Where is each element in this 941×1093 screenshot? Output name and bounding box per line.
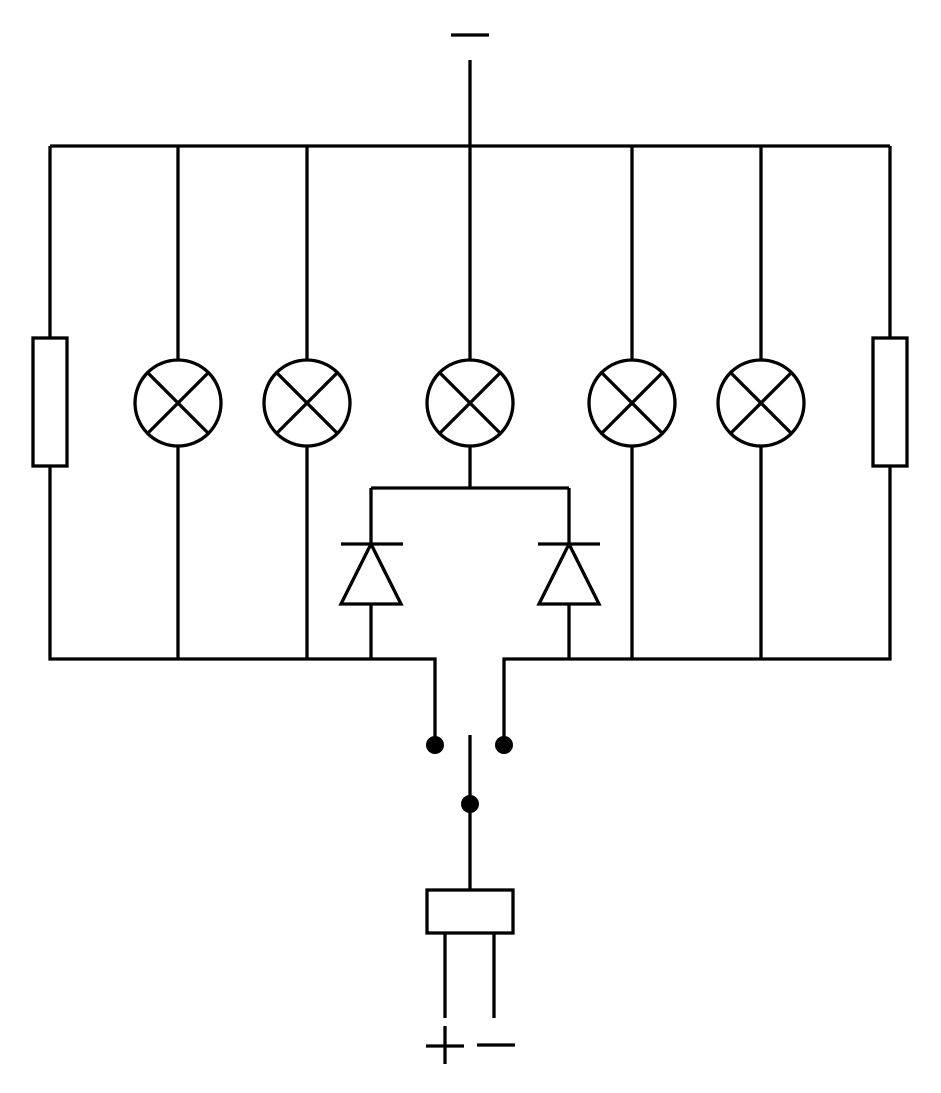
lamp-5-cross-b: [729, 371, 793, 435]
lamp-1-circle: [133, 358, 223, 448]
bottom-polarity-marks: [426, 1026, 515, 1064]
lamp-5-circle: [716, 358, 806, 448]
lamp-3-cross-b: [438, 371, 502, 435]
lamp-branch-3: [425, 146, 515, 488]
plus-symbol: [426, 1026, 464, 1064]
plug-body: [425, 888, 515, 935]
lamp-4-circle: [587, 358, 677, 448]
lamp-branch-4: [587, 146, 677, 659]
lamp-1-symbol: [133, 358, 223, 448]
lamp-3-symbol: [425, 358, 515, 448]
lamp-4-cross-b: [600, 371, 664, 435]
bottom-left-bus-wire: [48, 146, 437, 745]
lamp-branch-5: [716, 146, 806, 659]
lamp-5-symbol: [716, 358, 806, 448]
left-diode-triangle: [338, 540, 404, 606]
changeover-switch: [426, 735, 513, 890]
lamp-3-circle: [425, 358, 515, 448]
lamp-2-cross-b: [275, 371, 339, 435]
plug-connector: [425, 888, 515, 1018]
right-diode-branch: [536, 488, 602, 659]
switch-contact-left: [426, 736, 444, 754]
bottom-right-bus-wire: [502, 146, 892, 745]
top-negative-terminal: [451, 33, 489, 146]
right-resistor: [871, 336, 909, 468]
left-resistor: [31, 336, 69, 468]
lamp-4-symbol: [587, 358, 677, 448]
lamp-1-cross-b: [146, 371, 210, 435]
lamp-2-symbol: [262, 358, 352, 448]
lamp-branch-1: [133, 146, 223, 659]
left-diode-branch: [338, 488, 404, 659]
right-diode-triangle: [536, 540, 602, 606]
lamp-2-circle: [262, 358, 352, 448]
lamp-branch-2: [262, 146, 352, 659]
switch-contact-right: [495, 736, 513, 754]
